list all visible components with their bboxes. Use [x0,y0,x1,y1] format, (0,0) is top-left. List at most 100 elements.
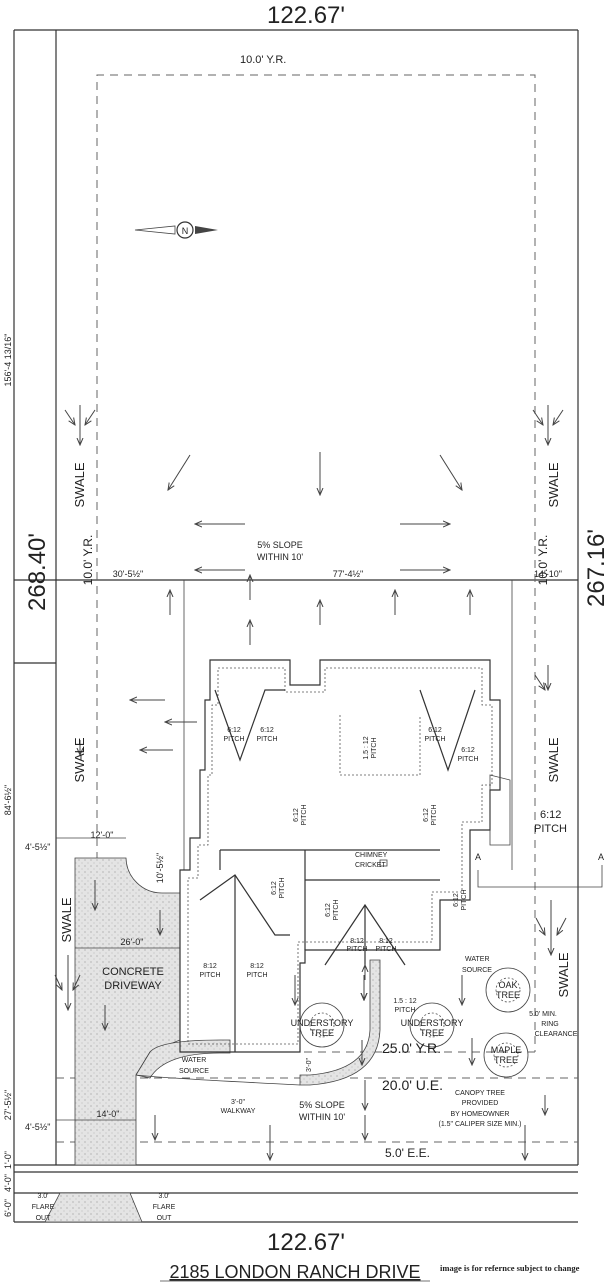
drainage-arrows [54,405,567,1160]
section-mark-right: A [598,852,604,862]
svg-text:CLEARANCE: CLEARANCE [535,1031,578,1038]
svg-text:PITCH: PITCH [458,756,479,763]
svg-text:SWALE: SWALE [72,462,87,507]
svg-text:CANOPY TREE: CANOPY TREE [455,1090,505,1097]
svg-text:6:12: 6:12 [428,727,442,734]
dim-left: 268.40' [24,533,51,611]
flare-out-left: 3.0' FLARE OUT [32,1193,55,1222]
svg-text:6:12: 6:12 [453,893,460,907]
svg-text:SOURCE: SOURCE [179,1068,209,1075]
section-mark-left: A [475,852,481,862]
rear-setback-label: 10.0' Y.R. [240,54,286,66]
svg-text:PITCH: PITCH [333,900,340,921]
disclaimer: image is for refernce subject to change [440,1263,580,1273]
svg-text:PITCH: PITCH [534,823,567,835]
svg-text:PITCH: PITCH [247,972,268,979]
tree-understory-left: UNDERSTORY TREE [291,1002,353,1048]
slope-note-rear: 5% SLOPE [257,540,303,550]
svg-text:8:12: 8:12 [350,938,364,945]
dim-top: 122.67' [267,2,345,29]
svg-text:8:12: 8:12 [203,963,217,970]
svg-text:5.0' MIN.: 5.0' MIN. [529,1011,557,1018]
svg-text:(1.5" CALIPER SIZE MIN.): (1.5" CALIPER SIZE MIN.) [438,1121,521,1128]
house-footprint [179,659,511,1053]
svg-text:SWALE: SWALE [556,952,571,997]
canopy-tree-note: CANOPY TREE PROVIDED BY HOMEOWNER (1.5" … [438,1090,521,1128]
electric-easement-label: 5.0' E.E. [385,1146,430,1160]
svg-text:14'-10": 14'-10" [534,569,562,579]
flare-out-right: 3.0' FLARE OUT [153,1193,176,1222]
svg-text:14'-0": 14'-0" [97,1109,120,1119]
svg-text:OUT: OUT [36,1215,52,1222]
svg-text:PITCH: PITCH [431,805,438,826]
svg-text:26'-0": 26'-0" [121,937,144,947]
svg-text:PITCH: PITCH [395,1007,416,1014]
svg-text:1'-0": 1'-0" [3,1151,13,1169]
svg-text:6:12: 6:12 [461,747,475,754]
water-source-right: WATER [465,956,490,963]
svg-text:6:12: 6:12 [227,727,241,734]
svg-text:OUT: OUT [157,1215,173,1222]
svg-text:TREE: TREE [420,1028,444,1038]
svg-text:PITCH: PITCH [371,738,378,759]
ring-clearance-note: 5.0' MIN. RING CLEARANCE [529,1011,578,1038]
svg-text:SWALE: SWALE [546,737,561,782]
svg-text:6:12: 6:12 [325,903,332,917]
svg-text:UNDERSTORY: UNDERSTORY [401,1018,464,1028]
svg-text:6'-0": 6'-0" [3,1199,13,1217]
svg-text:WITHIN 10': WITHIN 10' [257,552,304,562]
svg-text:30'-5½": 30'-5½" [113,569,143,579]
water-source-left: WATER [182,1057,207,1064]
dim-bottom: 122.67' [267,1229,345,1256]
svg-text:8:12: 8:12 [379,938,393,945]
svg-text:PITCH: PITCH [347,946,368,953]
svg-text:BY HOMEOWNER: BY HOMEOWNER [451,1111,510,1118]
walkway [135,959,381,1086]
svg-text:FLARE: FLARE [153,1204,176,1211]
svg-text:PITCH: PITCH [224,736,245,743]
dim-right: 267.16' [583,529,610,607]
svg-text:6:12: 6:12 [260,727,274,734]
side-setback-left-label: 10.0' Y.R. [81,535,95,586]
svg-text:1.5 : 12: 1.5 : 12 [363,736,370,759]
driveway-label: CONCRETE [102,966,164,978]
svg-text:TREE: TREE [310,1028,334,1038]
svg-text:RING: RING [541,1021,559,1028]
svg-text:6:12: 6:12 [423,808,430,822]
svg-text:N: N [182,226,189,236]
front-setback-label: 25.0' Y.R. [382,1040,441,1056]
svg-text:PITCH: PITCH [279,878,286,899]
swale-labels: SWALE SWALE SWALE SWALE SWALE SWALE [59,462,571,997]
side-setback-right-label: 10.0' Y.R. [536,535,550,586]
svg-text:SWALE: SWALE [72,737,87,782]
setback-lines [56,74,578,1143]
svg-text:PITCH: PITCH [461,890,468,911]
svg-text:3.0': 3.0' [37,1193,48,1200]
svg-text:6:12: 6:12 [271,881,278,895]
svg-text:6:12: 6:12 [293,808,300,822]
svg-text:3'-0": 3'-0" [306,1058,313,1072]
svg-text:156'-4 13/16": 156'-4 13/16" [3,334,13,387]
walkway-label: 3'-0" [231,1099,245,1106]
svg-text:PITCH: PITCH [301,805,308,826]
svg-text:SWALE: SWALE [59,897,74,942]
svg-text:77'-4½": 77'-4½" [333,569,363,579]
svg-text:SOURCE: SOURCE [462,967,492,974]
utility-easement-label: 20.0' U.E. [382,1077,443,1093]
svg-text:4'-5½": 4'-5½" [25,842,50,852]
svg-text:PROVIDED: PROVIDED [462,1100,499,1107]
svg-text:8:12: 8:12 [250,963,264,970]
svg-text:PITCH: PITCH [376,946,397,953]
tree-maple: MAPLE TREE [483,1032,529,1078]
svg-text:DRIVEWAY: DRIVEWAY [104,980,162,992]
north-arrow: N [134,221,218,239]
svg-text:WALKWAY: WALKWAY [221,1108,256,1115]
svg-text:MAPLE: MAPLE [491,1045,522,1055]
tree-oak: OAK TREE [485,967,531,1013]
svg-text:OAK: OAK [498,980,517,990]
svg-text:FLARE: FLARE [32,1204,55,1211]
dimension-labels: 156'-4 13/16" 84'-6½" 27'-5½" 1'-0" 4'-0… [3,334,562,1217]
svg-text:84'-6½": 84'-6½" [3,785,13,815]
